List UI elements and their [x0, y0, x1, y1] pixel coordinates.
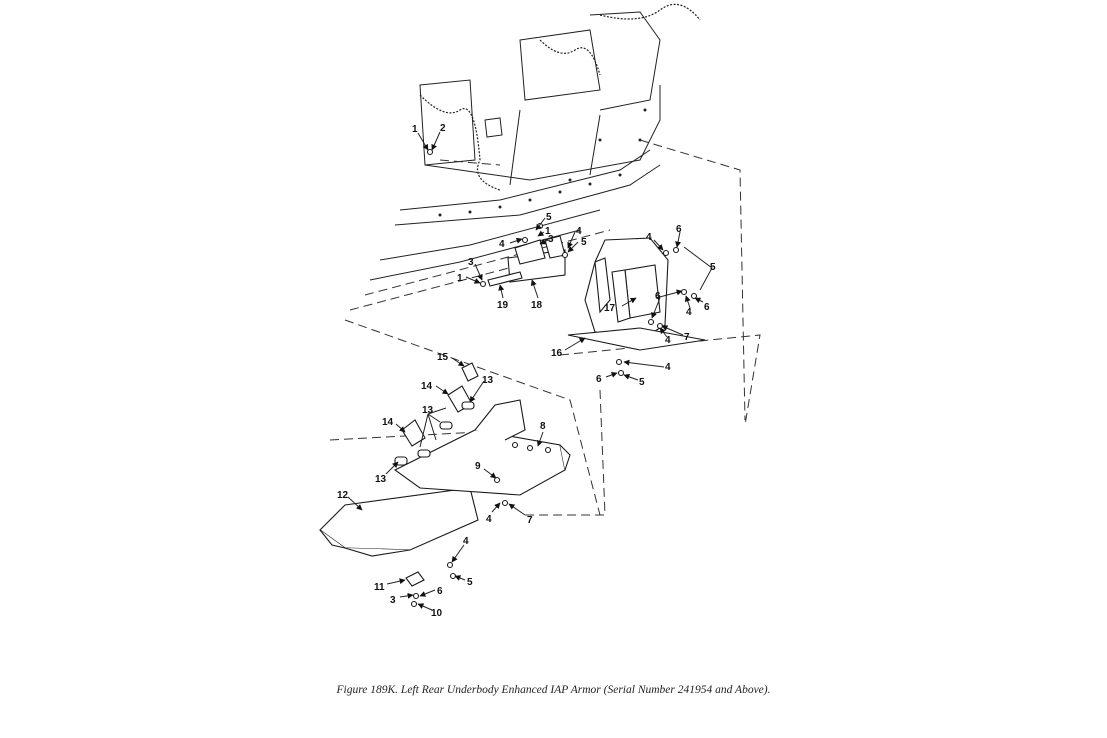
armor-plate-16 [567, 237, 706, 351]
strip-19 [487, 271, 523, 287]
callout-6-b: 6 [655, 291, 661, 302]
callout-11: 11 [374, 582, 385, 593]
figure-caption: Figure 189K. Left Rear Underbody Enhance… [336, 684, 771, 696]
callout-15: 15 [437, 352, 449, 363]
callout-4-d: 4 [686, 307, 692, 318]
callout-13-a: 13 [482, 375, 494, 386]
callout-7-a: 7 [684, 332, 690, 343]
fastener-hardware [410, 148, 698, 608]
callout-6-e: 6 [437, 586, 443, 597]
reference-dashed-lines [329, 139, 761, 516]
callout-3-c: 3 [390, 595, 396, 606]
callout-18: 18 [531, 300, 543, 311]
callout-17: 17 [604, 303, 616, 314]
leader-lines [347, 131, 713, 611]
callout-5-a: 5 [546, 212, 552, 223]
armor-plate-8 [393, 399, 571, 496]
callout-4-f: 4 [665, 362, 671, 373]
callout-19: 19 [497, 300, 509, 311]
callout-4-b: 4 [576, 226, 582, 237]
callout-4-g: 4 [486, 514, 492, 525]
callout-6-a: 6 [676, 224, 682, 235]
callout-13-c: 13 [375, 474, 387, 485]
callout-1-b: 1 [545, 226, 551, 237]
callout-3-b: 3 [468, 257, 474, 268]
callout-13-b: 13 [422, 405, 434, 416]
callout-6-d: 6 [596, 374, 602, 385]
callout-7-b: 7 [527, 515, 533, 526]
callout-1-c: 1 [457, 273, 463, 284]
callout-12: 12 [337, 490, 349, 501]
bracket-14-left [401, 419, 426, 447]
armor-plate-12 [319, 487, 479, 557]
callout-14-a: 14 [421, 381, 433, 392]
callout-labels: 1 2 5 4 1 3 4 5 3 1 19 18 4 6 5 17 6 4 6… [337, 123, 716, 619]
callout-4-a: 4 [499, 239, 505, 250]
callout-16: 16 [551, 348, 563, 359]
callout-5-c: 5 [710, 262, 716, 273]
callout-5-e: 5 [467, 577, 473, 588]
callout-8: 8 [540, 421, 546, 432]
callout-2: 2 [440, 123, 446, 134]
clip-11 [405, 571, 425, 587]
callout-5-b: 5 [581, 237, 587, 248]
callout-4-e: 4 [665, 335, 671, 346]
callout-6-c: 6 [704, 302, 710, 313]
callout-4-c: 4 [646, 232, 652, 243]
bracket-15 [461, 362, 479, 382]
spacer-13-group [394, 401, 475, 466]
callout-1-a: 1 [412, 124, 418, 135]
callout-14-b: 14 [382, 417, 394, 428]
callout-9: 9 [475, 461, 481, 472]
callout-3-a: 3 [548, 234, 554, 245]
bracket-18 [507, 235, 566, 283]
callout-10: 10 [431, 608, 443, 619]
callout-5-d: 5 [639, 377, 645, 388]
callout-4-h: 4 [463, 536, 469, 547]
